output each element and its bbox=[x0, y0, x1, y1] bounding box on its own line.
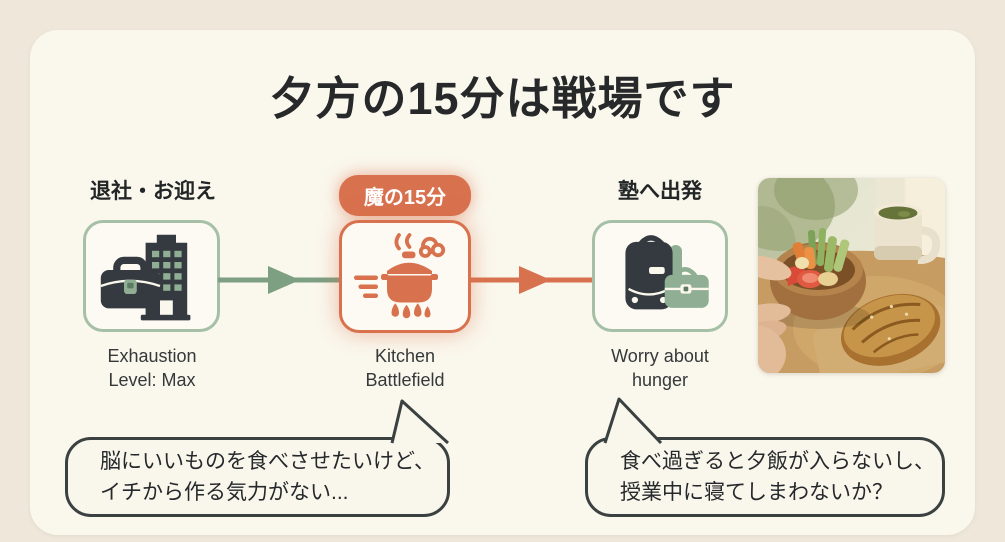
step2-badge: 魔の15分 bbox=[339, 175, 471, 216]
step3-box bbox=[592, 220, 728, 332]
step1-caption-line1: Exhaustion bbox=[107, 346, 197, 366]
step3-label: 塾へ出発 bbox=[618, 180, 702, 203]
step1-caption: Exhaustion Level: Max bbox=[68, 344, 236, 393]
page-title: 夕方の15分は戦場です bbox=[269, 73, 736, 124]
right-bubble-line1: 食べ過ぎると夕飯が入らないし、 bbox=[620, 449, 935, 473]
snack-photo-illustration bbox=[758, 178, 945, 373]
right-bubble-tail bbox=[603, 397, 663, 444]
school-backpack-icon bbox=[625, 235, 709, 310]
step3-caption: Worry about hunger bbox=[576, 344, 744, 393]
boiling-pot-icon bbox=[354, 232, 446, 318]
right-speech-bubble: 食べ過ぎると夕飯が入らないし、 授業中に寝てしまわないか？ bbox=[585, 437, 945, 517]
left-bubble-line1: 脳にいいものを食べさせたいけど、 bbox=[100, 449, 435, 473]
step2-box bbox=[339, 220, 471, 333]
arrow-right-green-icon bbox=[218, 266, 342, 294]
content-card: 夕方の15分は戦場です 退社・お迎え Exhaustion Level: Max bbox=[30, 30, 975, 535]
step1-box bbox=[83, 220, 220, 332]
step3-caption-line1: Worry about bbox=[611, 346, 709, 366]
snack-photo bbox=[758, 178, 945, 373]
step3-caption-line2: hunger bbox=[631, 370, 689, 391]
step2-caption-line1: Kitchen bbox=[374, 346, 436, 366]
office-briefcase-icon bbox=[99, 234, 190, 321]
step2-caption-line2: Battlefield bbox=[365, 370, 445, 391]
step2-caption: Kitchen Battlefield bbox=[325, 344, 485, 393]
step1-caption-line2: Level: Max bbox=[108, 370, 196, 391]
arrow-right-orange-icon bbox=[469, 266, 593, 294]
right-bubble-line2: 授業中に寝てしまわないか？ bbox=[620, 481, 893, 504]
left-bubble-line2: イチから作る気力がない... bbox=[100, 481, 349, 504]
left-speech-bubble: 脳にいいものを食べさせたいけど、 イチから作る気力がない... bbox=[65, 437, 450, 517]
step1-label: 退社・お迎え bbox=[90, 180, 216, 203]
left-bubble-tail bbox=[390, 399, 450, 444]
